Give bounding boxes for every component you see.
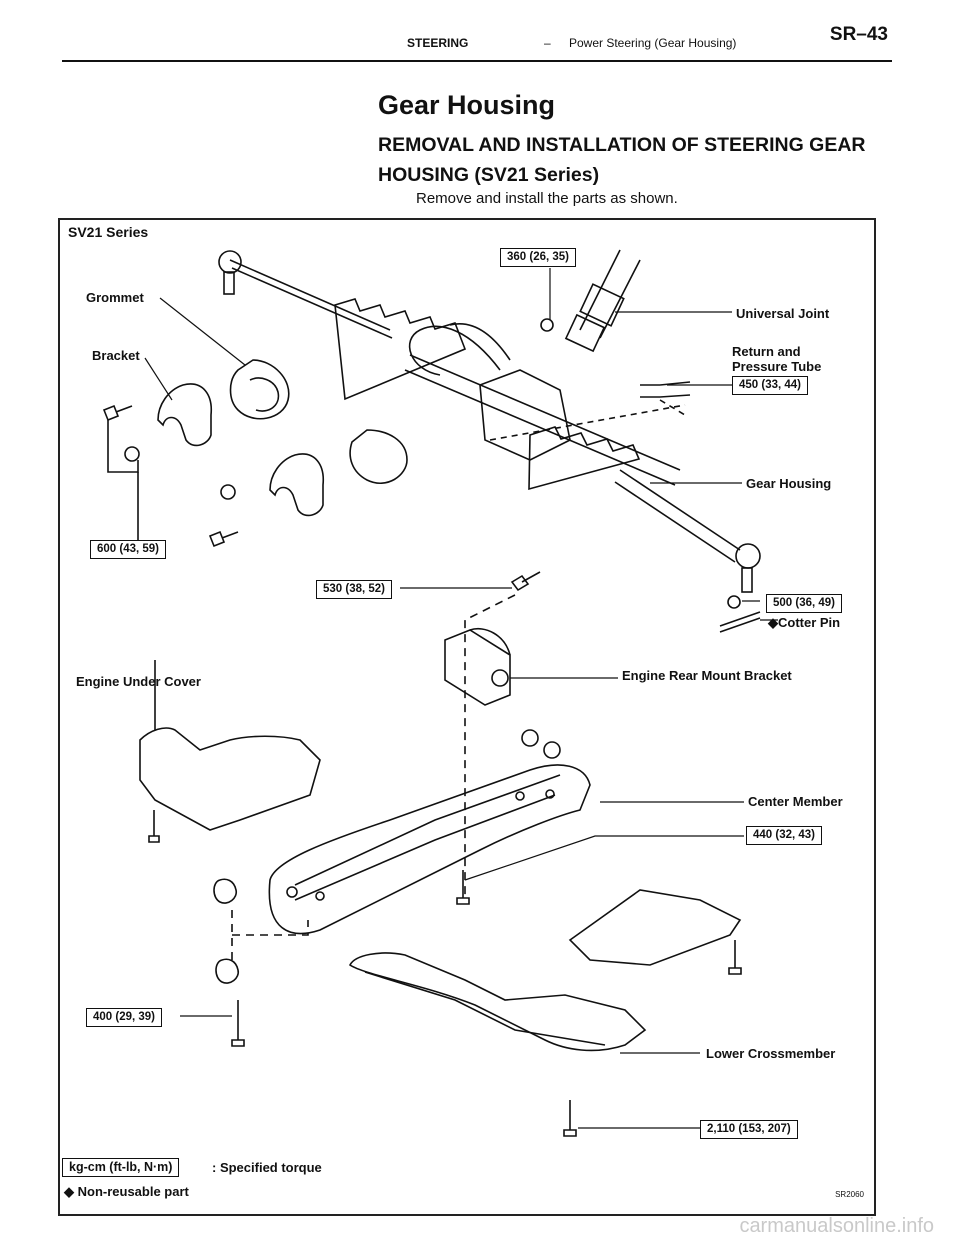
cotter-pin-text: Cotter Pin (778, 615, 841, 630)
label-gear-housing: Gear Housing (746, 476, 832, 491)
right-panel-bolt (728, 940, 742, 975)
torque-tie-rod-nut: 500 (36, 49) (766, 594, 843, 613)
label-universal-joint: Universal Joint (736, 306, 830, 321)
torque-tube-union: 450 (33, 44) (732, 376, 809, 395)
tie-rod-left (229, 259, 391, 331)
nut-left (124, 446, 140, 462)
cushion-2 (543, 741, 561, 759)
instruction-text: Remove and install the parts as shown. (416, 190, 678, 207)
figure-code: SR2060 (835, 1190, 864, 1199)
label-lower-crossmember: Lower Crossmember (706, 1046, 836, 1061)
label-engine-under-cover: Engine Under Cover (76, 674, 201, 689)
engine-under-cover (139, 727, 321, 831)
cover-bolt (148, 810, 160, 843)
header-section: STEERING (407, 36, 469, 50)
series-label: SV21 Series (68, 224, 149, 240)
bolt-left (102, 404, 133, 422)
header-separator: – (544, 36, 551, 50)
tie-rod-right (614, 469, 741, 563)
grommet-left (229, 359, 290, 420)
yoke-bolt (540, 318, 554, 332)
right-cover-panel (568, 889, 742, 966)
legend-unit-box: kg-cm (ft-lb, N·m) (62, 1158, 180, 1177)
tie-rod-end-right (735, 543, 761, 569)
front-bushing-lower (215, 958, 240, 984)
watermark: carmanualsonline.info (739, 1215, 934, 1237)
torque-mount-bracket-bolt: 530 (38, 52) (316, 580, 393, 599)
cushion-1 (521, 729, 539, 747)
center-member (268, 764, 591, 935)
crossmember-bolt (563, 1100, 577, 1137)
label-engine-rear-mount-bracket: Engine Rear Mount Bracket (622, 668, 792, 683)
bolt-center (208, 530, 239, 548)
tie-rod-nut (727, 595, 741, 609)
torque-universal-joint: 360 (26, 35) (500, 248, 577, 267)
torque-crossmember-bolt: 2,110 (153, 207) (700, 1120, 798, 1139)
label-cotter-pin: ◆Cotter Pin (768, 615, 840, 631)
page-title: Gear Housing (378, 90, 556, 120)
section-heading: REMOVAL AND INSTALLATION OF STEERING GEA… (378, 134, 866, 186)
label-return-pressure-tube-1: Return and (732, 344, 801, 359)
cotter-pin (719, 611, 761, 633)
engine-rear-mount-bracket (444, 629, 511, 706)
intermediate-shaft (579, 249, 641, 339)
legend-non-reusable: ◆ Non-reusable part (64, 1184, 189, 1200)
bracket-right (269, 453, 324, 517)
lower-crossmember (348, 952, 647, 1052)
front-bolt (231, 1000, 245, 1047)
mount-bracket-bolt (510, 571, 541, 592)
label-center-member: Center Member (748, 794, 843, 809)
figure-legend: kg-cm (ft-lb, N·m) : Specified torque ◆ … (62, 1154, 872, 1212)
non-reusable-legend-icon: ◆ (64, 1184, 78, 1199)
label-return-pressure-tube-2: Pressure Tube (732, 359, 822, 374)
front-bushing-upper (213, 878, 238, 904)
exploded-view-figure: SV21 Series Grommet Bracket Universal Jo… (58, 218, 876, 1216)
exploded-view-drawing (102, 249, 778, 1137)
page-number: SR–43 (829, 24, 888, 45)
torque-center-member-bolt: 440 (32, 43) (746, 826, 823, 845)
bracket-left (157, 383, 212, 447)
non-reusable-text: Non-reusable part (77, 1184, 189, 1199)
nut-center (220, 484, 236, 500)
header-subsection: Power Steering (Gear Housing) (569, 36, 737, 50)
label-bracket: Bracket (92, 348, 140, 363)
legend-unit-text: : Specified torque (212, 1160, 322, 1175)
non-reusable-diamond-icon: ◆ (768, 615, 778, 630)
center-member-bolt (456, 870, 470, 905)
tie-rod-end-left (218, 250, 242, 274)
label-grommet: Grommet (86, 290, 144, 305)
rack-boot-right (528, 426, 641, 491)
valve-body (479, 369, 571, 461)
torque-bracket-bolt: 600 (43, 59) (90, 540, 167, 559)
rack-boot-left (334, 298, 467, 401)
torque-front-bolt: 400 (29, 39) (86, 1008, 163, 1027)
running-head: STEERING – Power Steering (Gear Housing)… (62, 22, 892, 62)
rack-tube (404, 354, 681, 486)
grommet-right (349, 429, 408, 485)
